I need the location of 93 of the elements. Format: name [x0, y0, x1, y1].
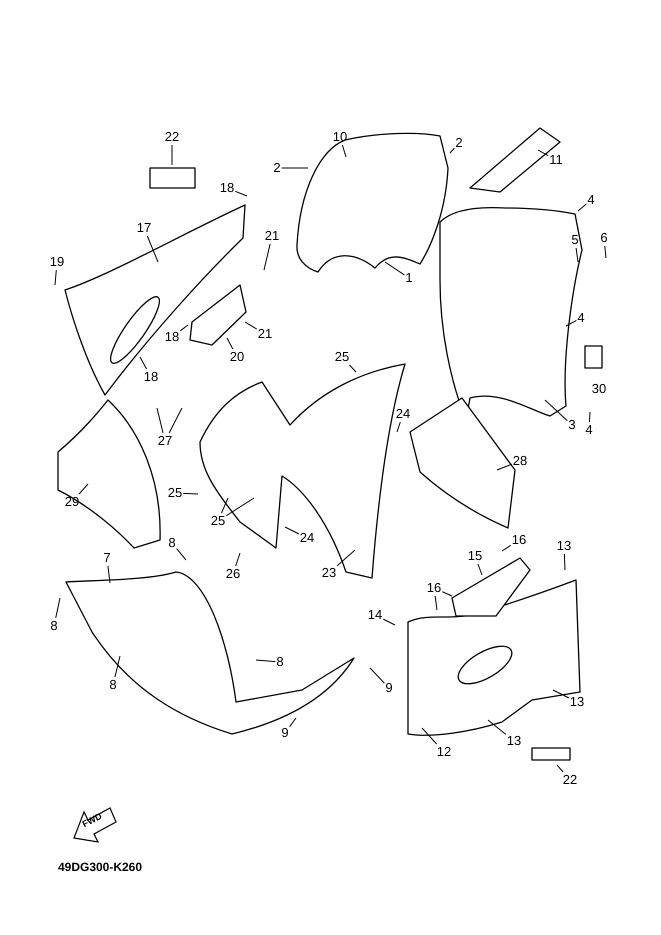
- leader-line: [450, 148, 455, 154]
- leader-line: [442, 591, 452, 596]
- callout-number: 18: [220, 181, 234, 195]
- leader-line: [264, 244, 271, 270]
- callout-number: 8: [168, 536, 176, 550]
- callout-number: 16: [426, 581, 442, 595]
- callout-number: 20: [230, 350, 244, 364]
- leader-line: [180, 324, 188, 332]
- callout-number: 28: [512, 454, 528, 468]
- callout-number: 2: [455, 136, 463, 150]
- callout-number: 21: [264, 229, 280, 243]
- callout-number: 17: [136, 221, 152, 235]
- callout-number: 23: [322, 566, 336, 580]
- leader-line: [502, 544, 512, 552]
- leader-line: [182, 492, 198, 494]
- callout-number: 2: [273, 161, 281, 175]
- callout-number: 29: [64, 495, 80, 509]
- leader-line: [538, 150, 549, 156]
- callout-number: 1: [405, 271, 413, 285]
- leader-line: [422, 728, 438, 744]
- callout-number: 4: [585, 423, 593, 437]
- callout-number: 25: [168, 486, 182, 500]
- leader-line: [434, 596, 438, 610]
- callout-number: 22: [562, 773, 578, 787]
- leader-line: [564, 554, 566, 570]
- leader-line: [176, 548, 186, 560]
- leader-line: [477, 564, 482, 576]
- leader-line: [235, 552, 240, 566]
- callout-number: 15: [468, 549, 482, 563]
- part-code: 49DG300-K260: [58, 860, 142, 874]
- leader-line: [168, 408, 182, 434]
- callout-number: 13: [570, 695, 584, 709]
- callout-number: 8: [276, 655, 284, 669]
- leader-line: [348, 364, 356, 372]
- callout-number: 13: [506, 734, 522, 748]
- leader-line: [55, 598, 60, 618]
- callout-number: 4: [577, 311, 585, 325]
- leader-line: [396, 422, 401, 432]
- callout-number: 8: [109, 678, 117, 692]
- leader-line: [156, 408, 164, 434]
- callout-number: 6: [600, 231, 608, 245]
- leader-line: [566, 320, 577, 326]
- leader-line: [234, 190, 248, 196]
- leader-line: [382, 618, 396, 626]
- callout-number: 24: [300, 531, 314, 545]
- leader-line: [342, 144, 346, 158]
- leader-line: [78, 484, 88, 494]
- leader-line: [384, 262, 405, 276]
- leader-line: [146, 236, 158, 262]
- leader-line: [226, 338, 234, 350]
- leader-line: [256, 660, 276, 662]
- leader-line: [552, 690, 570, 698]
- leader-line: [578, 203, 587, 212]
- leader-line: [220, 498, 228, 514]
- callout-number: 7: [103, 551, 111, 565]
- callout-number: 11: [549, 153, 563, 167]
- leader-line: [54, 270, 57, 286]
- callout-number: 14: [368, 608, 382, 622]
- leader-line: [244, 322, 258, 330]
- leader-line: [488, 720, 506, 735]
- callout-number: 9: [385, 681, 393, 695]
- callout-number: 8: [50, 619, 58, 633]
- callout-number: 16: [512, 533, 526, 547]
- callout-number: 27: [158, 434, 172, 448]
- callout-number: 9: [281, 726, 289, 740]
- leader-line: [588, 412, 590, 422]
- leader-line: [556, 764, 564, 772]
- callout-number: 30: [592, 382, 606, 396]
- callout-number: 22: [164, 130, 180, 144]
- leader-line: [140, 356, 148, 370]
- callout-number: 4: [587, 193, 595, 207]
- leader-line: [114, 656, 120, 678]
- callout-number: 25: [210, 514, 226, 528]
- callout-number: 21: [258, 327, 272, 341]
- leader-line: [370, 668, 385, 684]
- leader-line: [226, 498, 254, 516]
- leader-line: [604, 246, 606, 258]
- callout-number: 24: [396, 407, 410, 421]
- leader-line: [107, 566, 110, 584]
- callout-number: 26: [226, 567, 240, 581]
- leader-line: [496, 464, 512, 470]
- callout-number: 12: [436, 745, 452, 759]
- callout-number: 19: [50, 255, 64, 269]
- leader-line: [576, 248, 578, 262]
- leader-line: [336, 550, 356, 566]
- callout-number: 18: [144, 370, 158, 384]
- leader-line: [284, 526, 300, 534]
- callout-number: 3: [568, 418, 576, 432]
- leader-line: [289, 718, 296, 728]
- callout-number: 13: [556, 539, 572, 553]
- callout-number: 18: [164, 330, 180, 344]
- callout-number: 5: [571, 233, 579, 247]
- callout-number: 25: [334, 350, 350, 364]
